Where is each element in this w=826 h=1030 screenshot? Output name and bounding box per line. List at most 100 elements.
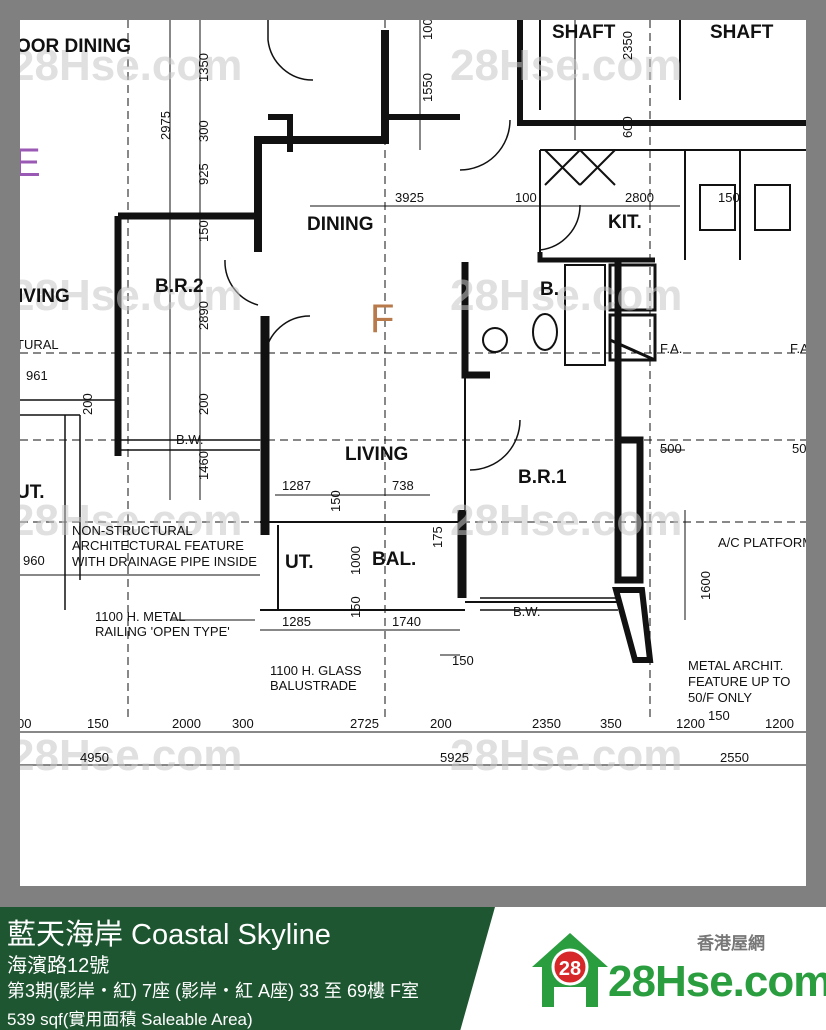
svg-text:150: 150 bbox=[452, 653, 474, 668]
listing-info-panel: 藍天海岸 Coastal Skyline 海濱路12號 第3期(影岸・紅) 7座… bbox=[0, 907, 495, 1030]
note-metal-archit: METAL ARCHIT. FEATURE UP TO 50/F ONLY bbox=[688, 658, 790, 705]
svg-text:961: 961 bbox=[26, 368, 48, 383]
svg-text:1350: 1350 bbox=[196, 53, 211, 82]
watermark: 28Hse.com bbox=[450, 271, 682, 320]
floor-plan-drawing: 28Hse.com 28Hse.com 28Hse.com 28Hse.com … bbox=[20, 20, 806, 780]
svg-text:RAILING 'OPEN TYPE': RAILING 'OPEN TYPE' bbox=[95, 624, 230, 639]
svg-text:150: 150 bbox=[708, 708, 730, 723]
room-label-utility-left: UT. bbox=[20, 482, 45, 503]
svg-text:100: 100 bbox=[420, 20, 435, 40]
svg-text:960: 960 bbox=[23, 553, 45, 568]
svg-text:28: 28 bbox=[559, 958, 581, 980]
svg-text:100: 100 bbox=[515, 190, 537, 205]
room-label-bath: B. bbox=[540, 279, 559, 300]
svg-text:1100 H. GLASS: 1100 H. GLASS bbox=[270, 663, 362, 678]
svg-text:1287: 1287 bbox=[282, 478, 311, 493]
svg-text:1200: 1200 bbox=[765, 716, 794, 731]
listing-footer: 藍天海岸 Coastal Skyline 海濱路12號 第3期(影岸・紅) 7座… bbox=[0, 907, 826, 1030]
walls bbox=[20, 20, 806, 766]
svg-text:METAL ARCHIT.: METAL ARCHIT. bbox=[688, 658, 783, 673]
room-label-shaft: SHAFT bbox=[710, 22, 774, 43]
property-address: 海濱路12號 bbox=[7, 955, 110, 977]
svg-text:4950: 4950 bbox=[80, 750, 109, 765]
svg-text:2550: 2550 bbox=[720, 750, 749, 765]
room-label-living: LIVING bbox=[345, 444, 408, 465]
svg-text:FEATURE UP TO: FEATURE UP TO bbox=[688, 674, 790, 689]
note-balustrade: 1100 H. GLASS BALUSTRADE bbox=[270, 663, 362, 693]
svg-text:NON-STRUCTURAL: NON-STRUCTURAL bbox=[72, 523, 193, 538]
svg-text:500: 500 bbox=[660, 441, 682, 456]
room-label-dining: DINING bbox=[307, 214, 374, 235]
label-bw: B.W. bbox=[513, 604, 540, 619]
room-label-door-dining: OOR DINING bbox=[20, 36, 131, 57]
watermark: 28Hse.com bbox=[20, 271, 242, 320]
svg-text:738: 738 bbox=[392, 478, 414, 493]
svg-text:150: 150 bbox=[196, 220, 211, 242]
svg-text:1550: 1550 bbox=[420, 73, 435, 102]
property-unit: 第3期(影岸・紅) 7座 (影岸・紅 A座) 33 至 69樓 F室 bbox=[7, 981, 420, 1001]
svg-text:300: 300 bbox=[232, 716, 254, 731]
house-logo-icon: 28 bbox=[532, 933, 608, 1007]
label-bw: B.W. bbox=[176, 432, 203, 447]
watermark: 28Hse.com bbox=[450, 496, 682, 545]
svg-text:2725: 2725 bbox=[350, 716, 379, 731]
svg-text:1600: 1600 bbox=[698, 571, 713, 600]
svg-text:2975: 2975 bbox=[158, 111, 173, 140]
note-non-structural: NON-STRUCTURAL ARCHITECTURAL FEATURE WIT… bbox=[72, 523, 257, 569]
svg-text:150: 150 bbox=[328, 490, 343, 512]
svg-text:2000: 2000 bbox=[172, 716, 201, 731]
svg-text:2890: 2890 bbox=[196, 301, 211, 330]
svg-text:925: 925 bbox=[196, 163, 211, 185]
watermark: 28Hse.com bbox=[20, 731, 242, 780]
watermark: 28Hse.com bbox=[20, 41, 242, 90]
property-area: 539 sqf(實用面積 Saleable Area) bbox=[7, 1010, 253, 1029]
room-label-kitchen: KIT. bbox=[608, 212, 642, 233]
svg-text:350: 350 bbox=[600, 716, 622, 731]
svg-text:600: 600 bbox=[620, 116, 635, 138]
svg-text:1285: 1285 bbox=[282, 614, 311, 629]
logo-chinese-name: 香港屋網 bbox=[697, 934, 765, 953]
logo-wordmark: 28Hse.com bbox=[608, 957, 826, 1006]
label-fa: F.A. bbox=[660, 341, 682, 356]
room-label-shaft: SHAFT bbox=[552, 22, 616, 43]
svg-text:50: 50 bbox=[792, 441, 806, 456]
room-label-br2: B.R.2 bbox=[155, 276, 204, 297]
svg-text:150: 150 bbox=[87, 716, 109, 731]
svg-text:300: 300 bbox=[196, 120, 211, 142]
floor-plan: 28Hse.com 28Hse.com 28Hse.com 28Hse.com … bbox=[20, 20, 806, 886]
watermark: 28Hse.com bbox=[450, 41, 682, 90]
note-railing: 1100 H. METAL RAILING 'OPEN TYPE' bbox=[95, 609, 230, 639]
svg-text:200: 200 bbox=[80, 393, 95, 415]
watermarks: 28Hse.com 28Hse.com 28Hse.com 28Hse.com … bbox=[20, 41, 682, 780]
svg-text:150: 150 bbox=[348, 596, 363, 618]
room-label-balcony: BAL. bbox=[372, 549, 416, 570]
watermark: 28Hse.com bbox=[450, 731, 682, 780]
property-title: 藍天海岸 Coastal Skyline bbox=[7, 919, 331, 951]
svg-text:1200: 1200 bbox=[676, 716, 705, 731]
watermark: 28Hse.com bbox=[20, 496, 242, 545]
dimensions: 3925 2800 100 150 961 960 1287 738 1285 … bbox=[20, 20, 806, 765]
svg-text:1460: 1460 bbox=[196, 451, 211, 480]
label-structural: TURAL bbox=[20, 337, 59, 352]
room-label-utility: UT. bbox=[285, 552, 314, 573]
svg-text:1000: 1000 bbox=[348, 546, 363, 575]
svg-text:200: 200 bbox=[430, 716, 452, 731]
svg-text:200: 200 bbox=[196, 393, 211, 415]
svg-text:5925: 5925 bbox=[440, 750, 469, 765]
room-label-br1: B.R.1 bbox=[518, 467, 567, 488]
svg-text:2800: 2800 bbox=[625, 190, 654, 205]
svg-text:1100 H. METAL: 1100 H. METAL bbox=[95, 609, 186, 624]
room-label-living-left: IVING bbox=[20, 286, 70, 307]
svg-text:3925: 3925 bbox=[395, 190, 424, 205]
svg-text:50/F ONLY: 50/F ONLY bbox=[688, 690, 752, 705]
svg-text:WITH DRAINAGE PIPE INSIDE: WITH DRAINAGE PIPE INSIDE bbox=[72, 554, 257, 569]
label-fa: F.A bbox=[790, 341, 806, 356]
svg-text:175: 175 bbox=[430, 526, 445, 548]
svg-text:00: 00 bbox=[20, 716, 31, 731]
svg-text:1740: 1740 bbox=[392, 614, 421, 629]
svg-text:ARCHITECTURAL FEATURE: ARCHITECTURAL FEATURE bbox=[72, 538, 244, 553]
unit-letter: F bbox=[370, 297, 394, 341]
svg-text:150: 150 bbox=[718, 190, 740, 205]
label-ac-platform: A/C PLATFORM bbox=[718, 535, 806, 550]
svg-text:2350: 2350 bbox=[620, 31, 635, 60]
